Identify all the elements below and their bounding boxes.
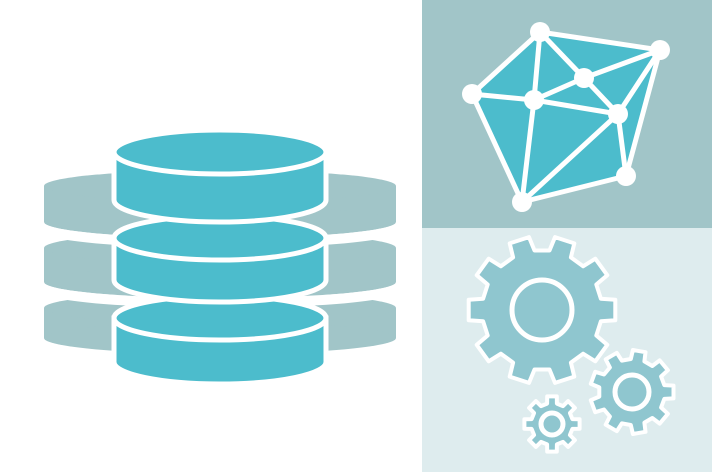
gears-icon	[422, 228, 712, 472]
mesh-panel	[422, 0, 712, 228]
gear-hole	[538, 410, 566, 438]
mesh-body	[469, 29, 663, 205]
polyhedron-mesh-icon	[422, 0, 712, 228]
front-cylinders	[111, 127, 329, 387]
medium-gear-icon	[588, 348, 676, 436]
mesh-vertices	[462, 22, 670, 212]
large-gear-icon	[466, 235, 618, 385]
gear-hole	[509, 277, 575, 343]
database-panel	[44, 127, 396, 387]
database-stack-icon	[44, 127, 396, 387]
gear-hole	[612, 372, 652, 412]
small-gear-icon	[522, 394, 582, 454]
gears-panel	[422, 228, 712, 472]
